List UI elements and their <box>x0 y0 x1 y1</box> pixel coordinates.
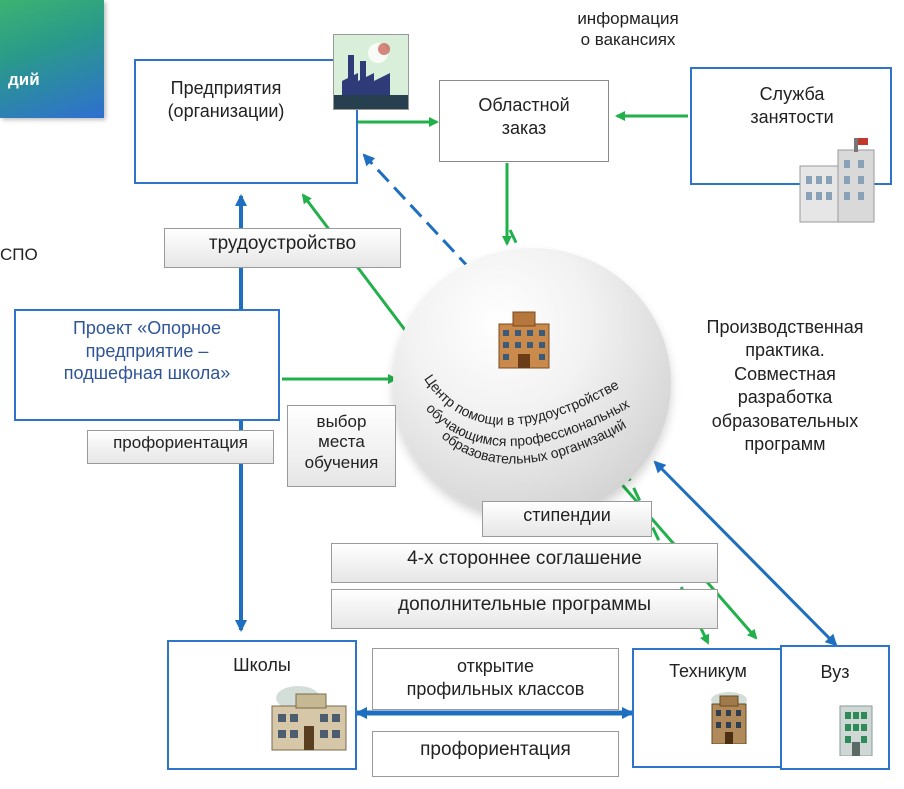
side-text-spo: СПО <box>0 245 38 264</box>
enterprises-box: Предприятия (организации) <box>134 59 358 184</box>
project-box: Проект «Опорное предприятие – подшефная … <box>14 309 280 421</box>
school-building-icon <box>268 684 350 752</box>
employment-tag: трудоустройство <box>164 228 401 268</box>
employment-center-circle: Центр помощи в трудоустройстве обучающим… <box>393 248 671 518</box>
career-guidance-bottom-box: профориентация <box>372 731 619 777</box>
university-building-icon <box>836 702 876 757</box>
career-guidance-tag: профориентация <box>87 430 274 464</box>
technikum-label: Техникум <box>669 661 747 681</box>
schools-label: Школы <box>233 655 291 675</box>
additional-programs-tag: дополнительные программы <box>331 589 718 629</box>
practice-text: Производственная практика. Совместная ра… <box>706 317 864 454</box>
office-building-icon <box>798 136 884 224</box>
enterprises-label: Предприятия (организации) <box>167 78 285 121</box>
corner-banner: дий <box>0 0 104 118</box>
factory-icon <box>333 34 409 110</box>
study-place-choice-box: выбор места обучения <box>287 405 396 487</box>
corner-banner-text: дий <box>8 70 40 89</box>
center-caption: Центр помощи в трудоустройстве обучающим… <box>421 371 632 466</box>
employment-service-label: Служба занятости <box>750 84 834 127</box>
technikum-building-icon <box>706 690 752 745</box>
profile-classes-box: открытие профильных классов <box>372 648 619 710</box>
regional-order-box: Областной заказ <box>439 80 609 162</box>
scholarships-tag: стипендии <box>482 501 652 537</box>
building-icon <box>493 310 555 370</box>
university-label: Вуз <box>820 662 850 682</box>
project-label: Проект «Опорное предприятие – подшефная … <box>63 318 231 383</box>
regional-order-label: Областной заказ <box>478 95 570 138</box>
four-party-agreement-tag: 4-х стороннее соглашение <box>331 543 718 583</box>
vacancy-info-label: информация о вакансиях <box>577 9 679 50</box>
